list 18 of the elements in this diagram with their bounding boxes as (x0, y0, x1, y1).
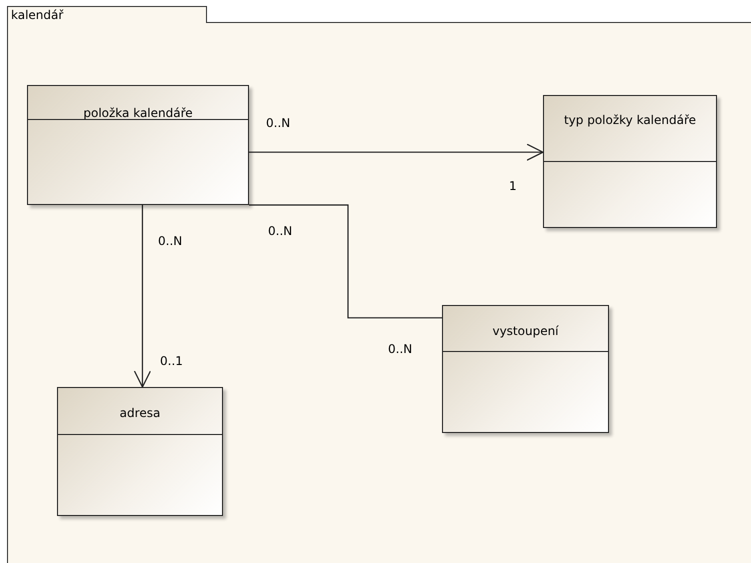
association-line (249, 204, 442, 318)
class-box (57, 387, 223, 516)
multiplicity-label: 0..N (158, 234, 182, 248)
multiplicity-label: 0..N (388, 342, 412, 356)
class-box (543, 95, 717, 228)
multiplicity-label: 0..1 (160, 354, 183, 368)
class-name: vystoupení (491, 324, 560, 338)
multiplicity-label: 0..N (268, 224, 292, 238)
package-name: kalendář (11, 8, 64, 22)
association-arrow (249, 144, 544, 161)
multiplicity-label: 1 (509, 179, 517, 193)
class-box (442, 305, 609, 433)
multiplicity-label: 0..N (266, 116, 290, 130)
association-arrow (134, 205, 152, 388)
class-name: položka kalendáře (82, 106, 194, 120)
class-name: adresa (118, 406, 162, 420)
class-name: typ položky kalendáře (562, 113, 698, 127)
class-box (27, 85, 249, 205)
